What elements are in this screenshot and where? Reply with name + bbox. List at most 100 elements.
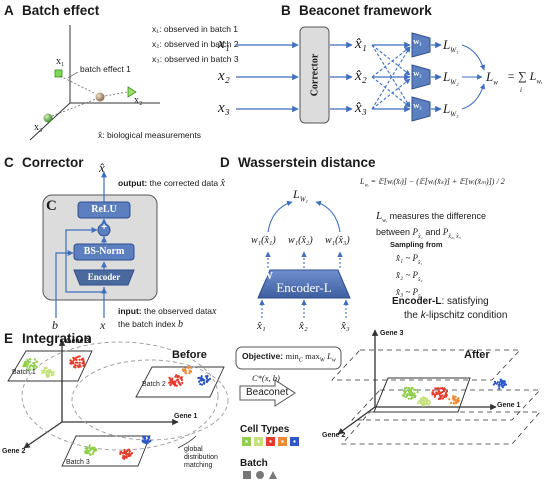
cell-dot xyxy=(89,449,92,452)
e-global-note: global distribution matching xyxy=(184,446,218,470)
d-p2: P xyxy=(442,226,449,237)
cell-dot xyxy=(404,390,408,393)
cell-dot xyxy=(95,449,98,452)
e-gene3-left: Gene 3 xyxy=(66,338,90,345)
sum-sub: wᵢ xyxy=(536,77,543,86)
cell-dot xyxy=(123,450,126,453)
critic-w2-label: W₂ xyxy=(413,71,422,78)
cell-dot xyxy=(28,360,31,363)
cell-dot xyxy=(42,371,46,374)
d-input-1: x̂₁ xyxy=(257,320,266,332)
panel-e-title: Integration xyxy=(22,331,92,346)
d-p2-sub: x̂₂, x̂₃ xyxy=(448,233,461,240)
d-p1-sub: x̂₁ xyxy=(418,233,423,240)
cell-dot xyxy=(72,358,76,361)
cell-dot xyxy=(142,436,145,439)
cell-dot xyxy=(453,402,456,405)
cell-dot xyxy=(125,450,128,453)
e-cstar: C*(x, b) xyxy=(252,373,280,383)
d-enc-note2-post: -lipschitz condition xyxy=(425,310,508,321)
d-measures-sub: wᵢ xyxy=(382,217,388,224)
corrector-box xyxy=(299,26,330,124)
cell-dot xyxy=(146,442,149,445)
loss-w1-l: L xyxy=(443,37,451,52)
cell-dot xyxy=(203,382,206,385)
cell-dot xyxy=(86,446,89,449)
e-gene3-right: Gene 3 xyxy=(380,330,404,337)
x1-label: x₁ xyxy=(56,56,65,67)
panel-e-left xyxy=(7,339,229,467)
c-input-var2: b xyxy=(178,319,184,330)
cell-dot xyxy=(50,372,53,375)
cell-dot xyxy=(452,397,455,400)
cell-dot xyxy=(128,450,131,453)
cell-dot xyxy=(146,439,149,442)
cell-dot xyxy=(450,401,453,405)
panel-c-letter: C xyxy=(4,155,14,170)
loss-w1-sub: W₁ xyxy=(450,46,459,55)
cell-dot xyxy=(171,377,174,380)
e-objective-min: min xyxy=(285,351,299,361)
cell-dot xyxy=(89,453,92,456)
critic-w3-label: W₃ xyxy=(413,103,422,110)
cell-dot xyxy=(420,397,423,400)
cell-dot xyxy=(423,397,426,400)
critic-w1 xyxy=(411,32,431,58)
encoder-label: Encoder xyxy=(87,272,121,282)
e-gene1-right: Gene 1 xyxy=(497,402,521,409)
loss-w3-l: L xyxy=(443,101,451,116)
cell-dot xyxy=(498,383,501,386)
cell-dot xyxy=(78,358,81,361)
c-output-line: output: the corrected data x̂ xyxy=(118,178,225,189)
cell-dot xyxy=(445,390,449,393)
cell-dot xyxy=(410,394,413,397)
cell-dot xyxy=(200,375,203,378)
loss-w2: LW₂ xyxy=(443,69,459,87)
cell-dot xyxy=(432,389,435,392)
cell-dot xyxy=(26,363,29,366)
cell-dot xyxy=(413,392,416,395)
d-sample-1: x̂₁ ~ Px̂₁ xyxy=(396,252,422,269)
cell-dot xyxy=(496,381,499,384)
d-measures2: between xyxy=(376,226,411,237)
cell-dot xyxy=(444,395,448,398)
cell-dot xyxy=(123,448,126,452)
critic-w1-label: W₁ xyxy=(413,39,422,46)
cell-dot xyxy=(175,379,178,382)
cell-dot xyxy=(121,456,124,459)
loss-w2-l: L xyxy=(443,69,451,84)
cell-dot xyxy=(439,391,443,394)
cell-dot xyxy=(434,387,437,390)
cell-dot xyxy=(499,380,502,383)
cell-dot xyxy=(175,384,178,387)
plus-label: + xyxy=(101,222,107,233)
cell-dot xyxy=(498,385,501,388)
x1-square xyxy=(54,69,63,78)
b-output-2: x̂₂ xyxy=(355,68,367,84)
cell-dot xyxy=(402,394,405,397)
cell-dot xyxy=(180,378,183,381)
cell-dot xyxy=(148,440,151,443)
cell-dot xyxy=(76,361,79,364)
cell-dot xyxy=(127,448,130,452)
c-output-rest: the corrected data xyxy=(149,178,219,188)
cell-dot xyxy=(125,455,128,458)
d-w-label: W xyxy=(262,270,273,282)
cell-dot xyxy=(77,366,80,369)
cell-dot xyxy=(33,358,36,361)
e-batch3: Batch 3 xyxy=(66,459,90,466)
cell-dot xyxy=(29,364,32,367)
batch1-plane xyxy=(7,350,93,382)
d-p1: P xyxy=(412,226,419,237)
d-sample-1-sub: x̂₁ xyxy=(418,259,423,266)
c-input-bold: input: xyxy=(118,306,142,316)
cell-dot xyxy=(200,377,204,380)
panel-b-title: Beaconet framework xyxy=(299,3,432,18)
d-formula-l: L xyxy=(360,177,365,186)
cell-dot xyxy=(147,435,150,438)
cell-dot xyxy=(24,364,27,367)
d-sample-3-text: x̂₃ ~ P xyxy=(396,286,418,297)
corrector-label: Corrector xyxy=(309,53,321,97)
xhat-circle xyxy=(95,92,105,102)
cell-dot xyxy=(173,384,177,387)
